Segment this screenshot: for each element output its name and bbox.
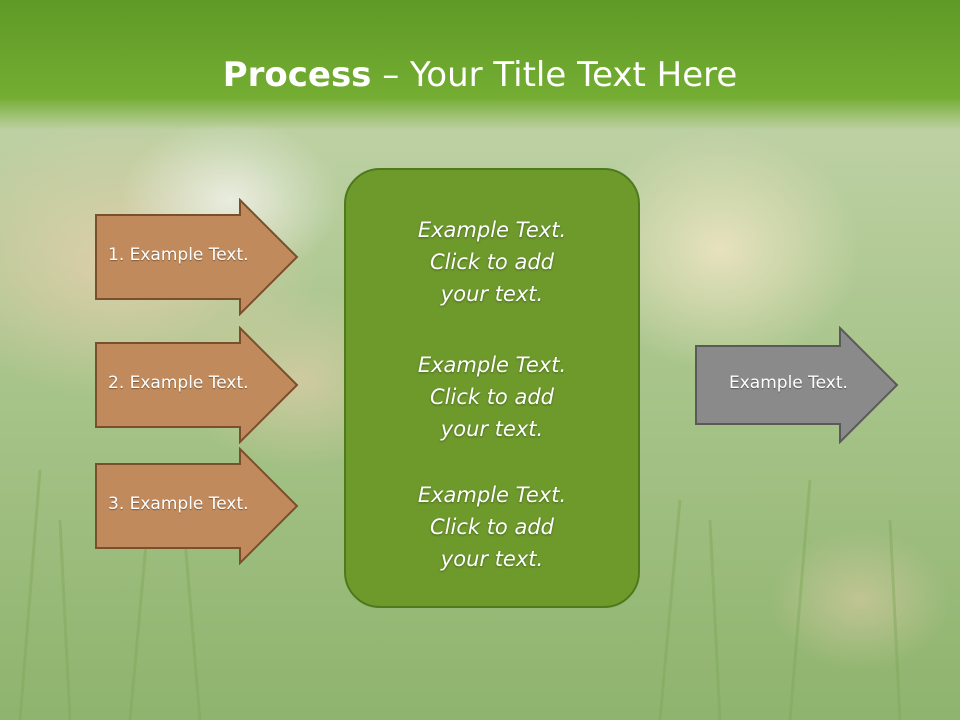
arrow-right-shape [95, 447, 299, 565]
center-block-3-line-1: Example Text. [417, 483, 567, 507]
center-block-1-line-1: Example Text. [417, 218, 567, 242]
center-text-block-1: Example Text. Click to add your text. [346, 214, 638, 310]
left-arrow-2-label: 2. Example Text. [108, 373, 249, 393]
left-arrow-1-label: 1. Example Text. [108, 245, 249, 265]
slide-title-rest: – Your Title Text Here [371, 55, 738, 95]
center-block-1-line-3: your text. [440, 282, 544, 306]
center-block-3-line-2: Click to add [429, 515, 554, 539]
left-arrow-1[interactable]: 1. Example Text. [94, 198, 300, 316]
right-arrow-label: Example Text. [729, 373, 848, 393]
left-arrow-3[interactable]: 3. Example Text. [94, 447, 300, 565]
right-arrow[interactable]: Example Text. [694, 326, 900, 444]
arrow-right-shape [95, 326, 299, 444]
left-arrow-3-label: 3. Example Text. [108, 494, 249, 514]
center-text-block-3: Example Text. Click to add your text. [346, 479, 638, 575]
center-content-box[interactable]: Example Text. Click to add your text. Ex… [344, 168, 640, 608]
slide-title-bold: Process [222, 55, 372, 95]
arrow-right-shape [695, 326, 899, 444]
left-arrow-2[interactable]: 2. Example Text. [94, 326, 300, 444]
center-block-2-line-3: your text. [440, 417, 544, 441]
center-block-2-line-1: Example Text. [417, 353, 567, 377]
center-block-3-line-3: your text. [440, 547, 544, 571]
slide-title: Process – Your Title Text Here [0, 52, 960, 98]
center-block-2-line-2: Click to add [429, 385, 554, 409]
center-block-1-line-2: Click to add [429, 250, 554, 274]
arrow-right-shape [95, 198, 299, 316]
title-bar [0, 0, 960, 130]
center-text-block-2: Example Text. Click to add your text. [346, 349, 638, 445]
